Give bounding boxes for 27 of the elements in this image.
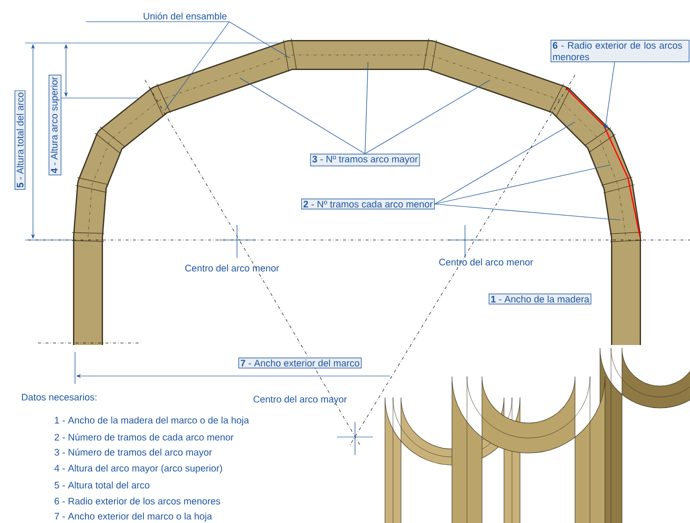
leader-line <box>228 21 290 58</box>
leader-line <box>434 204 620 220</box>
list-item: 6 - Radio exterior de los arcos menores <box>54 498 220 504</box>
list-item: 4 - Altura del arco mayor (arco superior) <box>54 464 222 474</box>
list-item: 3 - Número de tramos del arco mayor <box>54 448 212 458</box>
callout-box: 5 - Altura total del arco <box>14 90 26 190</box>
list-item: 7 - Ancho exterior del marco o la hoja <box>54 512 212 522</box>
callout-label: Unión del ensamble <box>86 12 230 22</box>
callout-box: 1 - Ancho de la madera <box>488 294 592 304</box>
leader-line <box>164 21 230 110</box>
center-label: Centro del arco menor <box>439 258 534 266</box>
leader-line <box>364 80 490 154</box>
callout-box: 2 - Nº tramos cada arco menor <box>301 198 435 210</box>
center-label: Centro del arco mayor <box>254 396 347 404</box>
list-item: 2 - Número de tramos de cada arco menor <box>54 433 234 441</box>
leader-line <box>364 62 368 154</box>
leader-line <box>434 122 576 204</box>
callout-box: 6 - Radio exterior de los arcos menores <box>550 40 690 62</box>
leader-line <box>434 164 610 204</box>
center-label: Centro del arco menor <box>185 264 280 272</box>
heading: Datos necesarios: <box>22 394 96 400</box>
callout-box: 3 - Nº tramos arco mayor <box>310 154 420 166</box>
list-item: 1 - Ancho de la madera del marco o de la hoja <box>54 416 250 426</box>
callout-box: 7 - Ancho exterior del marco <box>238 358 362 368</box>
leader-line <box>240 78 366 154</box>
callout-box: 4 - Altura arco superior <box>48 74 62 176</box>
list-item: 5 - Altura total del arco <box>54 482 150 488</box>
